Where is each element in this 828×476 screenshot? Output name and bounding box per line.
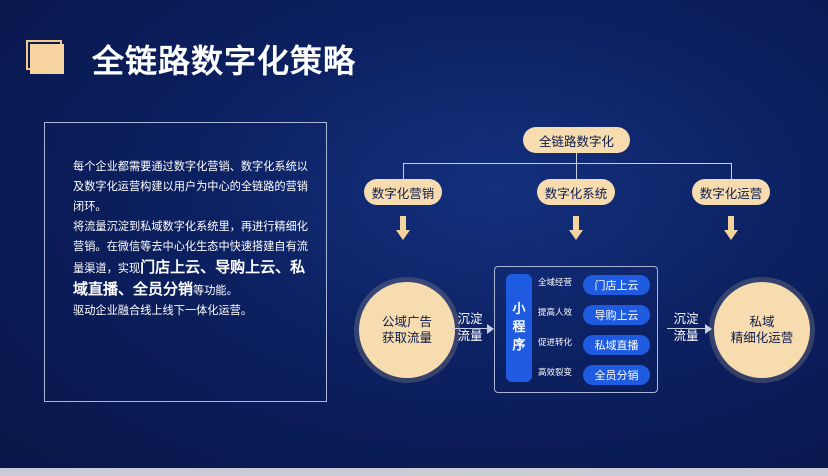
description-highlight: 门店上云、导购上云、私域直播、全员分销 <box>73 258 306 298</box>
mini-program-box <box>494 266 658 393</box>
description-box: 每个企业都需要通过数字化营销、数字化系统以及数字化运营构建以用户为中心的全链路的… <box>44 122 327 402</box>
bottom-bar <box>0 468 828 476</box>
row-pill-4: 全员分销 <box>583 365 650 385</box>
down-arrow-icon <box>396 216 410 240</box>
public-traffic-circle: 公域广告 获取流量 <box>359 282 455 378</box>
root-node: 全链路数字化 <box>523 127 630 153</box>
right-arrow-icon <box>667 324 712 334</box>
row-label-4: 高效裂变 <box>538 368 573 378</box>
row-label-2: 提高人效 <box>538 308 573 318</box>
root-connector <box>576 153 577 163</box>
down-arrow-icon <box>569 216 583 240</box>
flow-label-left: 沉淀 流量 <box>457 311 483 343</box>
row-label-3: 促进转化 <box>538 338 573 348</box>
down-arrow-icon <box>724 216 738 240</box>
row-label-1: 全域经营 <box>538 278 573 288</box>
flow-label-right: 沉淀 流量 <box>673 311 699 343</box>
branch-node-operation: 数字化运营 <box>692 179 770 205</box>
private-operation-circle: 私域 精细化运营 <box>714 282 810 378</box>
branch-node-system: 数字化系统 <box>537 179 615 205</box>
branch-drop-1 <box>403 163 404 179</box>
branch-node-marketing: 数字化营销 <box>364 179 442 205</box>
branch-drop-2 <box>576 163 577 179</box>
description-para-3: 驱动企业融合线上线下一体化运营。 <box>73 304 253 317</box>
branch-connector <box>403 163 731 164</box>
right-arrow-icon <box>452 324 494 334</box>
row-pill-2: 导购上云 <box>583 305 650 325</box>
page-title: 全链路数字化策略 <box>92 42 357 80</box>
description-para-1: 每个企业都需要通过数字化营销、数字化系统以及数字化运营构建以用户为中心的全链路的… <box>73 160 308 213</box>
row-pill-3: 私域直播 <box>583 335 650 355</box>
row-pill-1: 门店上云 <box>583 275 650 295</box>
mini-program-label: 小 程 序 <box>506 274 532 382</box>
description-para-2: 将流量沉淀到私域数字化系统里，再进行精细化营销。在微信等去中心化生态中快速搭建自… <box>73 220 308 298</box>
title-square-icon <box>26 40 74 74</box>
branch-drop-3 <box>731 163 732 179</box>
